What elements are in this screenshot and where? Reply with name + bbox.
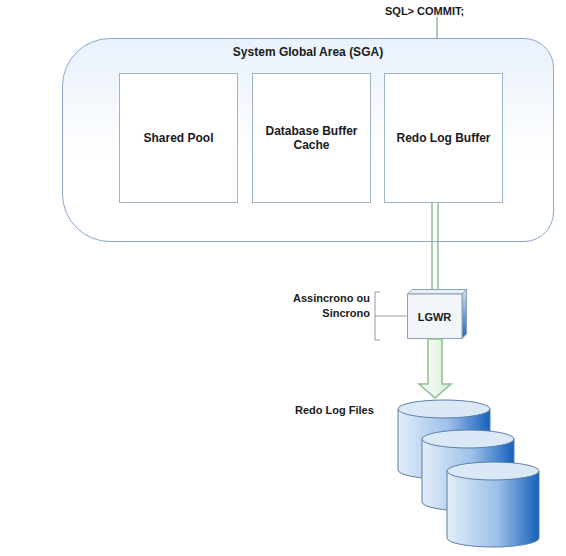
memory-area-box: Redo Log Buffer (384, 73, 503, 203)
memory-area-box: Database Buffer Cache (252, 73, 371, 203)
cube-front (408, 294, 463, 339)
node-label: Database Buffer Cache (253, 124, 370, 152)
cube-top (408, 290, 467, 295)
connector-line (437, 203, 439, 289)
cylinders (295, 398, 545, 548)
node-label: LGWR (407, 294, 462, 339)
connector-arrow (419, 339, 451, 398)
memory-area-box: Shared Pool (119, 73, 238, 203)
node-label: Shared Pool (137, 131, 219, 145)
region-title: System Global Area (SGA) (63, 45, 553, 59)
bracket (375, 292, 407, 340)
process-box: LGWR (407, 289, 467, 339)
cube-side (462, 290, 467, 339)
cylinder-top (422, 430, 514, 448)
group-heading: Redo Log Files (295, 404, 374, 416)
mode-note: Assincrono ou Sincrono (290, 291, 370, 321)
node-label: Redo Log Buffer (391, 131, 497, 145)
command-text: SQL> COMMIT; (385, 4, 495, 19)
sga-region: System Global Area (SGA) Shared Pool Datab… (62, 38, 554, 242)
cylinder-top (398, 400, 490, 418)
connector (419, 339, 451, 398)
cylinder-body (447, 471, 539, 547)
connector (432, 203, 438, 289)
connector-line (431, 203, 433, 289)
redo-files-group: Redo Log Files (295, 398, 545, 548)
cylinder-top (447, 462, 539, 480)
